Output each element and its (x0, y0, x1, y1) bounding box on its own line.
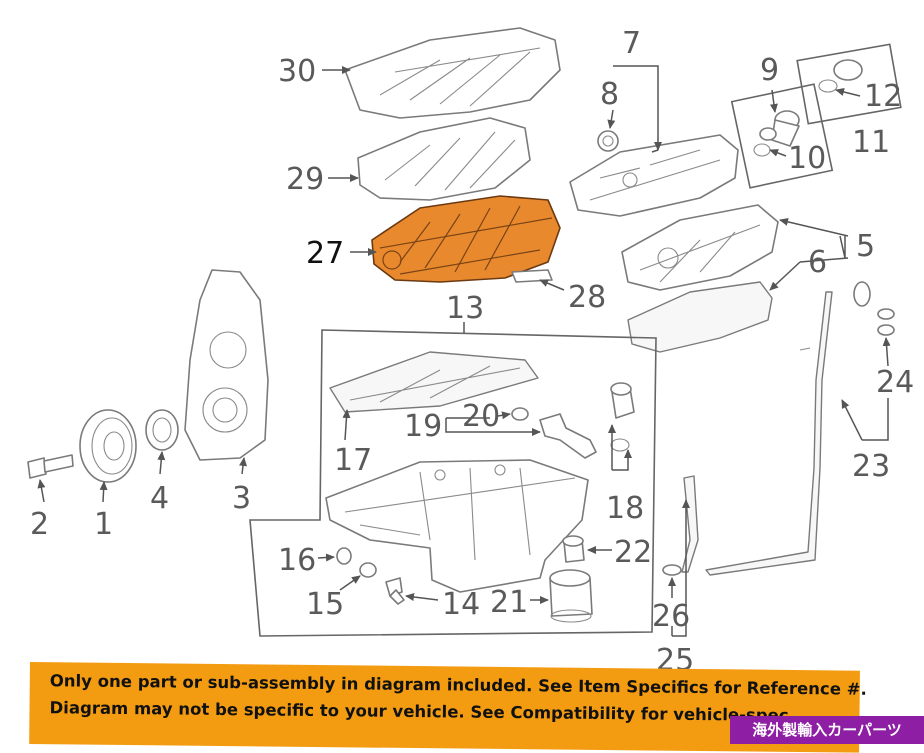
part-29-intake-cover (357, 117, 531, 201)
callout-1: 1 (94, 507, 113, 542)
callout-18: 18 (606, 491, 644, 526)
part-4-front-seal (145, 409, 179, 451)
part-8-seal (597, 130, 619, 152)
callout-29: 29 (286, 162, 324, 197)
part-25-dipstick (681, 475, 699, 573)
part-6-valve-cover-gasket (627, 281, 773, 353)
callout-23: 23 (852, 449, 890, 484)
seller-stamp: 海外製輸入カーパーツ (730, 716, 924, 744)
part-24-o-ring-lower (877, 324, 895, 336)
part-3-timing-cover (184, 269, 269, 461)
part-1-harmonic-balancer (79, 409, 137, 483)
callout-19: 19 (404, 409, 442, 444)
part-7-valve-cover (569, 134, 739, 217)
callout-4: 4 (150, 481, 169, 516)
callout-14: 14 (442, 587, 480, 622)
part-20-o-ring (511, 407, 529, 421)
part-5-cylinder-head (621, 204, 779, 291)
callout-17: 17 (334, 443, 372, 478)
part-oil-pan (325, 459, 589, 593)
disclaimer-line-1: Only one part or sub-assembly in diagram… (49, 671, 867, 699)
part-24-o-ring-upper (877, 308, 895, 320)
part-15-gasket (359, 562, 377, 578)
part-27-intake-manifold (371, 195, 561, 283)
callout-5: 5 (856, 229, 875, 264)
group-13-box (249, 329, 657, 637)
part-26-seal (662, 564, 682, 576)
part-10-oil-filler (753, 110, 800, 157)
part-2-bolt (27, 454, 74, 479)
callout-11: 11 (852, 125, 890, 160)
part-30-engine-cover (344, 27, 561, 119)
callout-9: 9 (760, 53, 779, 88)
part-16-seal (336, 547, 352, 565)
part-28-gasket (511, 269, 553, 283)
callout-10: 10 (788, 141, 826, 176)
callout-20: 20 (462, 399, 500, 434)
part-22-oil-cooler-fitting (562, 535, 585, 563)
callout-27: 27 (306, 236, 344, 271)
callout-3: 3 (232, 481, 251, 516)
callout-8: 8 (600, 77, 619, 112)
leader-lines (37, 65, 891, 637)
callout-15: 15 (306, 587, 344, 622)
dipstick-handle (853, 281, 871, 307)
callout-30: 30 (278, 54, 316, 89)
part-19-oil-level-sensor (539, 413, 597, 459)
callout-24: 24 (876, 365, 914, 400)
callout-21: 21 (490, 585, 528, 620)
part-12-oil-cap (818, 59, 863, 93)
callout-13: 13 (446, 291, 484, 326)
callout-16: 16 (278, 543, 316, 578)
part-21-oil-filter (549, 569, 593, 623)
callout-26: 26 (652, 599, 690, 634)
callout-28: 28 (568, 280, 606, 315)
disclaimer-line-2: Diagram may not be specific to your vehi… (49, 698, 789, 725)
callout-22: 22 (614, 535, 652, 570)
callout-labels: 30 29 27 28 7 8 9 10 11 12 5 6 13 17 19 … (30, 26, 914, 678)
part-14-drain-plug (385, 577, 405, 605)
callout-7: 7 (622, 26, 641, 61)
group-11-box (796, 43, 902, 125)
callout-2: 2 (30, 507, 49, 542)
part-23-dipstick-tube (705, 291, 833, 576)
callout-12: 12 (864, 79, 902, 114)
part-17-windage-tray (329, 351, 539, 413)
part-18-oil-fitting (610, 382, 635, 452)
callout-6: 6 (808, 245, 827, 280)
